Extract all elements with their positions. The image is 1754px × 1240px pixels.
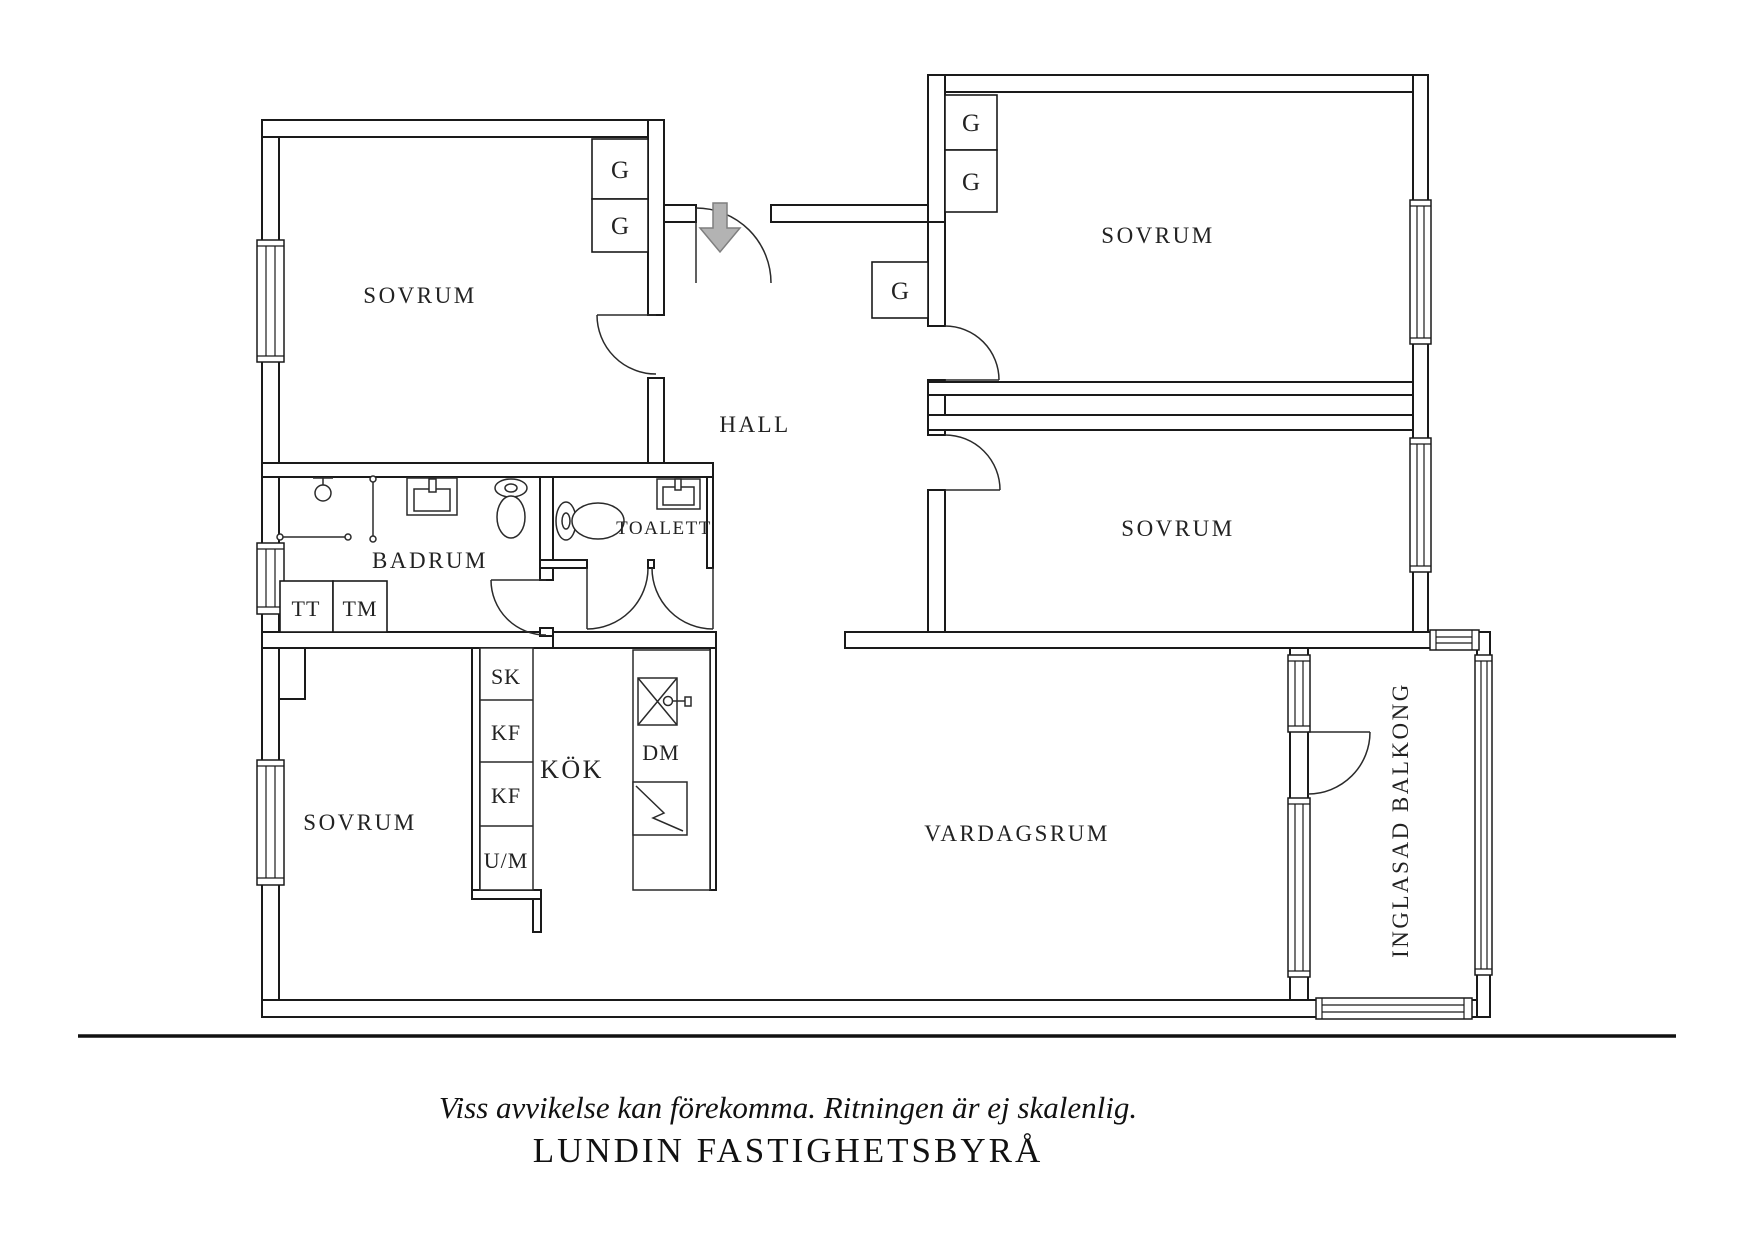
wardrobe-label: G	[962, 110, 980, 137]
footer-agency-name: LUNDIN FASTIGHETSBYRÅ	[533, 1131, 1044, 1170]
window-balcony-top	[1429, 629, 1480, 651]
bathroom-toilet-icon	[494, 478, 528, 539]
bathroom-fixtures	[276, 475, 701, 543]
toilet-room-toilet-icon	[555, 501, 625, 541]
shower-rail-icon	[276, 475, 377, 543]
room-label-toilet: TOALETT	[616, 518, 712, 539]
room-label-bedroom-middle-right: SOVRUM	[1121, 516, 1234, 541]
window-balcony-left-lower	[1287, 797, 1311, 978]
wardrobe-box	[944, 149, 998, 213]
tumble-dryer-label: TT	[292, 596, 321, 621]
window-bedroom-middle-right	[1409, 437, 1432, 573]
room-label-balcony: INGLASAD BALKONG	[1388, 682, 1413, 958]
footer: Viss avvikelse kan förekomma. Ritningen …	[78, 1034, 1676, 1170]
kitchen-fittings	[479, 647, 711, 891]
wardrobe-label: G	[962, 169, 980, 196]
window-bedroom-bottom-left	[256, 759, 285, 886]
room-label-bedroom-top-right: SOVRUM	[1101, 223, 1214, 248]
window-balcony-left-upper	[1287, 654, 1311, 733]
dryer-box	[279, 580, 334, 633]
room-label-bedroom-bottom-left: SOVRUM	[303, 810, 416, 835]
room-label-living-room: VARDAGSRUM	[924, 821, 1110, 846]
bathroom-sink-icon	[406, 477, 458, 516]
washing-machine-label: TM	[343, 596, 378, 621]
closets	[279, 94, 998, 633]
room-label-bathroom: BADRUM	[372, 548, 488, 573]
room-label-kitchen: KÖK	[540, 755, 604, 784]
door-bedroom-top-left	[596, 314, 657, 375]
fridge-freezer-label: KF	[491, 720, 521, 745]
door-balcony	[1307, 731, 1371, 795]
door-hall-corridor	[651, 567, 714, 630]
wardrobe-label: G	[611, 213, 629, 240]
window-bedroom-top-right	[1409, 199, 1432, 345]
wardrobe-box	[944, 94, 998, 151]
wardrobe-box	[871, 261, 929, 319]
shower-icon	[313, 477, 333, 502]
door-toilet	[586, 567, 649, 630]
dishwasher-label: DM	[642, 740, 679, 765]
window-balcony-right-glazing	[1474, 654, 1493, 976]
wardrobe-box	[591, 138, 649, 200]
door-bedroom-top-right	[944, 325, 1000, 381]
entrance-arrow-icon	[698, 202, 742, 254]
stove-icon	[632, 781, 688, 836]
door-entrance	[695, 207, 772, 284]
wardrobe-label: G	[611, 157, 629, 184]
door-bathroom	[490, 579, 547, 636]
fridge-freezer-label: KF	[491, 783, 521, 808]
wardrobe-label: G	[891, 278, 909, 305]
room-label-hall: HALL	[719, 412, 790, 437]
cabinet-column	[479, 647, 534, 891]
door-bedroom-middle-right	[944, 434, 1001, 491]
cleaning-cabinet-label: SK	[491, 664, 521, 689]
toilet-room-sink-icon	[656, 478, 701, 510]
wardrobe-box	[591, 198, 649, 253]
window-bedroom-top-left	[256, 239, 285, 363]
windows	[256, 199, 1493, 1020]
footer-disclaimer-text: Viss avvikelse kan förekomma. Ritningen …	[439, 1090, 1137, 1125]
kitchen-sink-icon	[637, 677, 692, 726]
doors	[490, 207, 1371, 795]
window-balcony-bottom	[1315, 997, 1473, 1020]
washer-box	[332, 580, 388, 633]
oven-microwave-label: U/M	[484, 848, 529, 873]
room-label-bedroom-top-left: SOVRUM	[363, 283, 476, 308]
